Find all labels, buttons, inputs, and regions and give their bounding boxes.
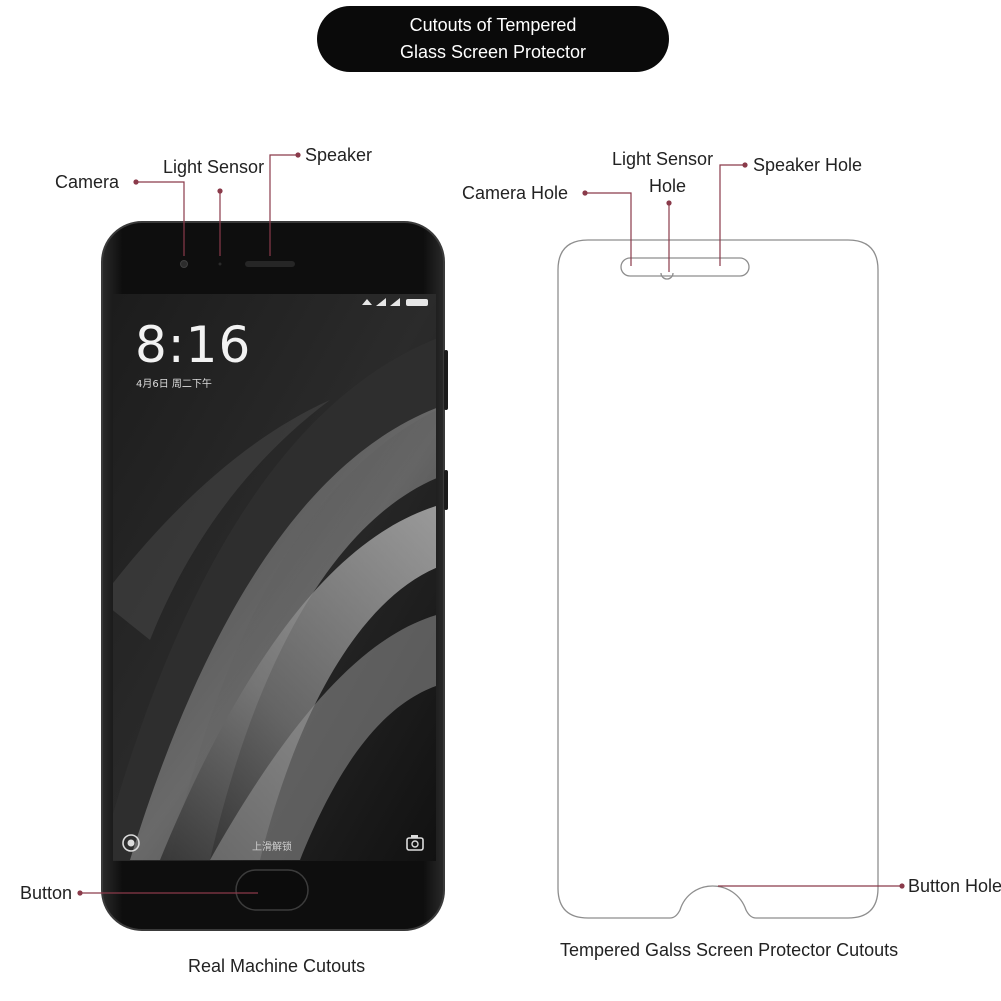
lockscreen-date: 4月6日 周二下午 xyxy=(136,379,212,390)
camera-shortcut-icon xyxy=(406,835,424,851)
phone-camera xyxy=(180,260,188,268)
leader-dots xyxy=(77,152,905,896)
protector-speaker-hole xyxy=(620,257,750,277)
lockscreen-unlock-hint: 上滑解锁 xyxy=(252,842,292,853)
wallpaper-swooshes xyxy=(113,338,436,860)
protector-sensor-notch xyxy=(660,272,674,280)
phone-home-button xyxy=(235,869,309,911)
label-speaker: Speaker xyxy=(305,145,373,165)
battery-icon xyxy=(406,299,428,306)
lockscreen-clock: 8:16 xyxy=(135,316,252,374)
protector-outline xyxy=(557,239,879,919)
banner-line-2: Glass Screen Protector xyxy=(399,42,587,62)
leader-camera xyxy=(136,181,185,256)
leader-speaker xyxy=(269,154,298,256)
caption-protector: Tempered Galss Screen Protector Cutouts xyxy=(560,940,899,960)
phone-side-button xyxy=(444,350,448,410)
leader-speaker-hole xyxy=(719,164,745,266)
phone-side-button-2 xyxy=(444,470,448,510)
label-light-sensor-hole-2: Hole xyxy=(649,176,687,196)
assistant-shortcut-icon xyxy=(122,834,140,852)
label-button: Button xyxy=(20,883,73,903)
label-camera: Camera xyxy=(55,172,120,192)
label-light-sensor: Light Sensor xyxy=(163,157,265,177)
banner-line-1: Cutouts of Tempered xyxy=(409,15,577,35)
label-camera-hole: Camera Hole xyxy=(462,183,569,203)
wifi-icon xyxy=(362,299,372,305)
label-speaker-hole: Speaker Hole xyxy=(753,155,863,175)
label-light-sensor-hole-1: Light Sensor xyxy=(612,149,714,169)
phone-light-sensor xyxy=(218,262,222,266)
caption-real-machine: Real Machine Cutouts xyxy=(188,956,366,976)
leader-lines xyxy=(80,154,902,894)
label-button-hole: Button Hole xyxy=(908,876,1001,896)
protector-shape xyxy=(557,239,879,919)
phone-speaker xyxy=(245,261,295,267)
signal-icon xyxy=(376,298,400,306)
phone-illustration xyxy=(101,221,448,931)
title-banner: Cutouts of Tempered Glass Screen Protect… xyxy=(317,6,669,72)
leader-camera-hole xyxy=(585,192,632,266)
